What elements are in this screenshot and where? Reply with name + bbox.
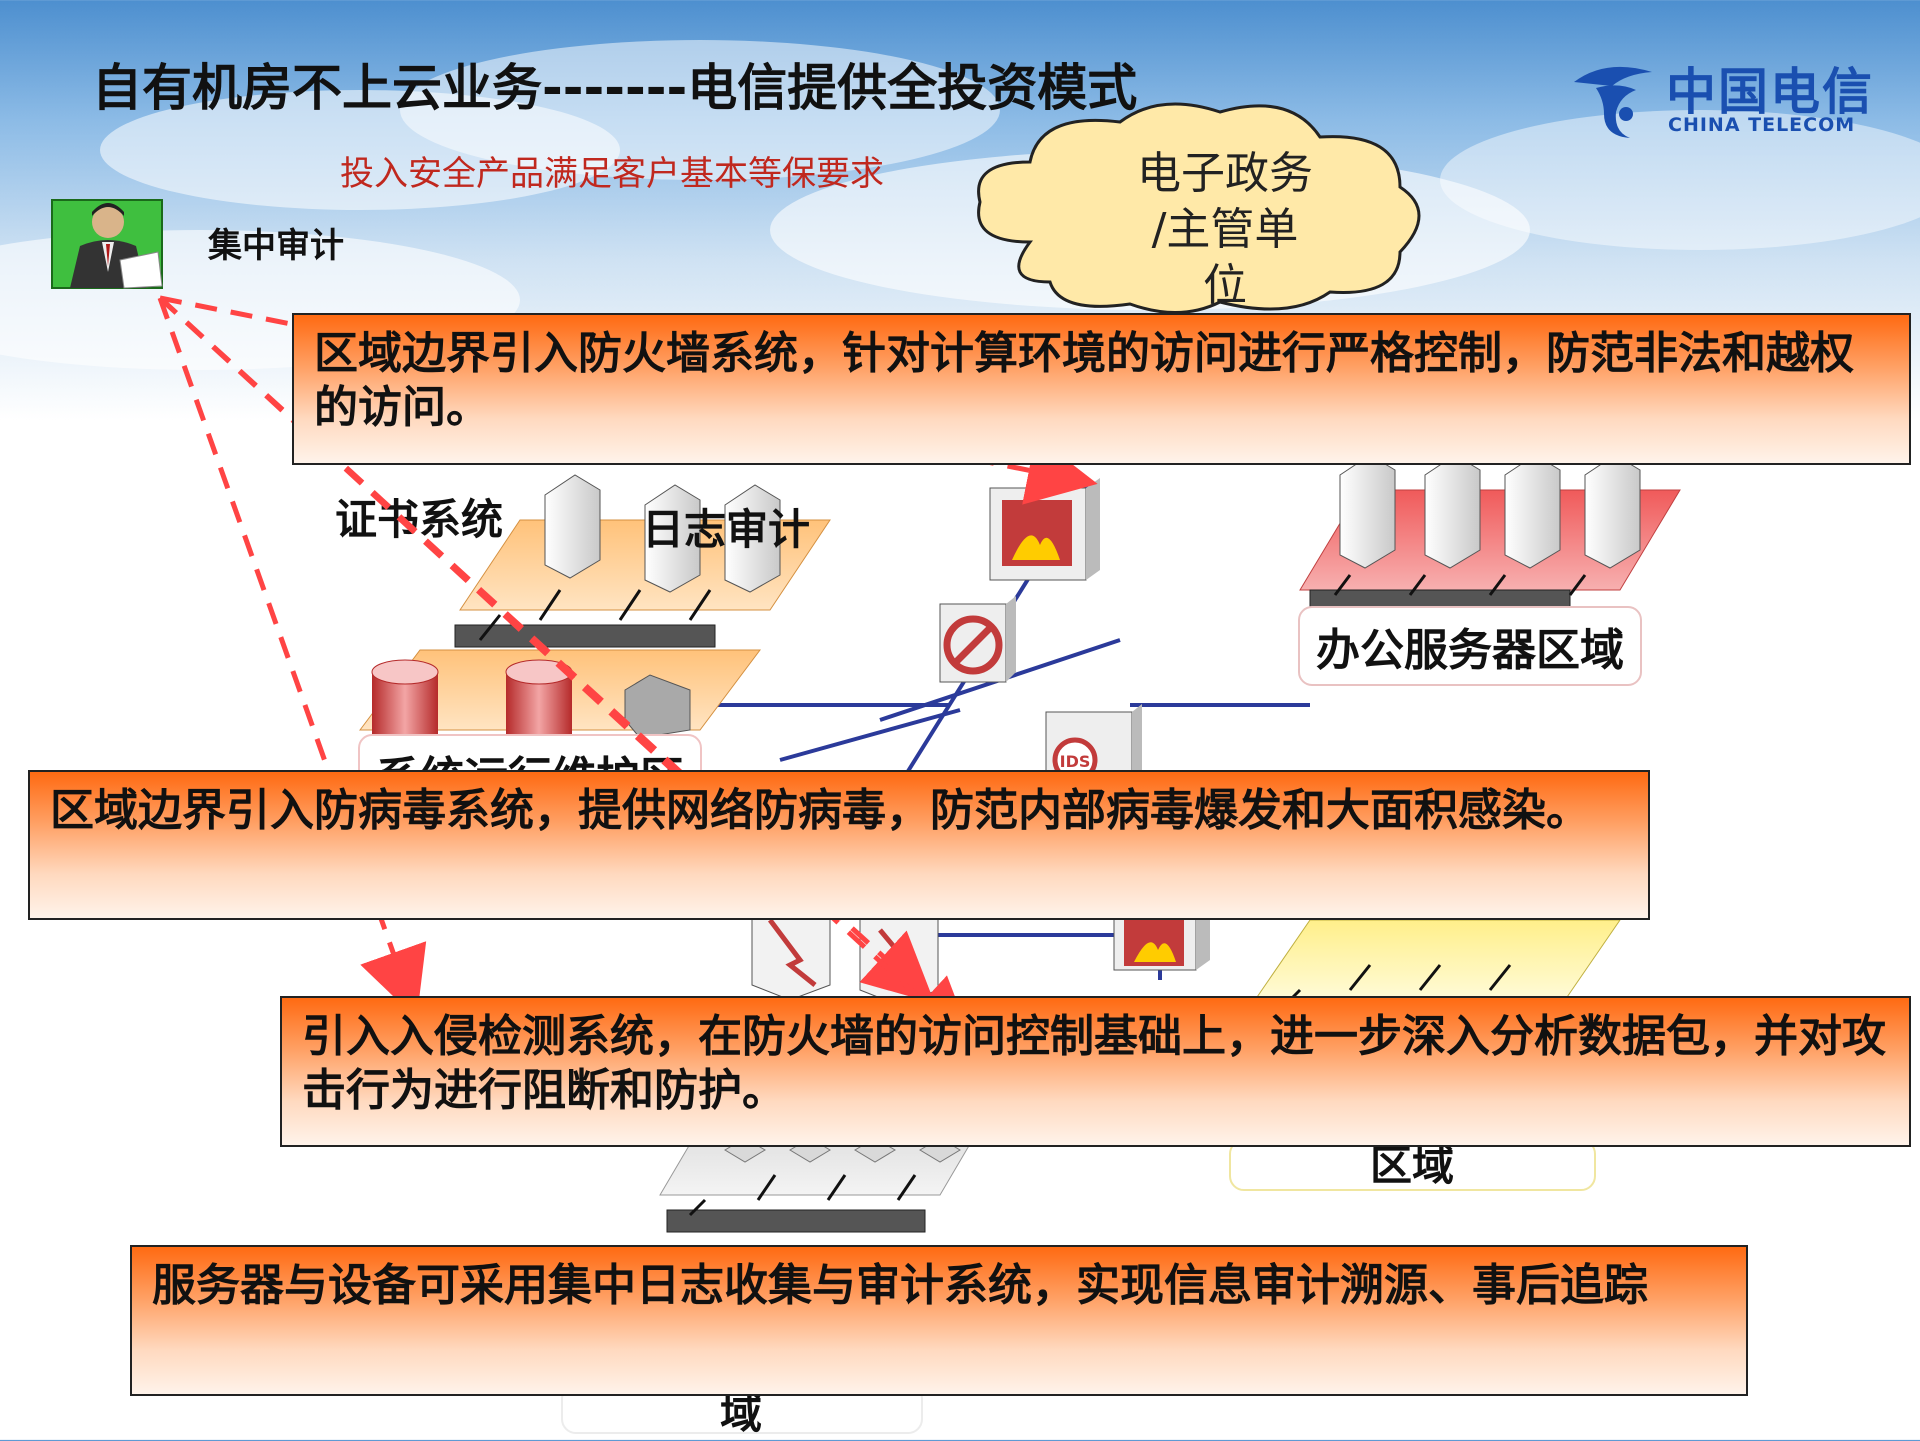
auditor-person-icon: [51, 199, 163, 289]
central-audit-label: 集中审计: [208, 226, 344, 266]
antivirus-icon: [939, 596, 1016, 683]
cloud-line: 电子政务: [1137, 148, 1313, 199]
log-audit-callout: 服务器与设备可采用集中日志收集与审计系统，实现信息审计溯源、事后追踪: [130, 1245, 1748, 1396]
ids-icon-label: IDS: [1060, 752, 1091, 771]
logo-cn-text: 中国电信: [1666, 62, 1874, 121]
region-partial-label: 区域: [1370, 1141, 1455, 1190]
page-subtitle: 投入安全产品满足客户基本等保要求: [340, 154, 884, 194]
egov-cloud-text: 电子政务 /主管单 位: [1100, 146, 1350, 314]
egov-cloud-shape: [977, 102, 1421, 314]
ids-callout: 引入入侵检测系统，在防火墙的访问控制基础上，进一步深入分析数据包，并对攻击行为进…: [280, 996, 1911, 1147]
telecom-swirl-icon: [1574, 66, 1652, 138]
antivirus-callout: 区域边界引入防病毒系统，提供网络防病毒，防范内部病毒爆发和大面积感染。: [28, 770, 1650, 920]
cert-system-label: 证书系统: [335, 495, 504, 544]
firewall-callout: 区域边界引入防火墙系统，针对计算环境的访问进行严格控制，防范非法和越权的访问。: [292, 313, 1911, 465]
bottom-region-partial-label: 域: [720, 1389, 763, 1438]
firewall-icon-top: [989, 478, 1100, 581]
cloud-line: 位: [1203, 260, 1247, 311]
cloud-line: /主管单: [1151, 204, 1299, 255]
logo-en-text: CHINA TELECOM: [1668, 114, 1856, 136]
china-telecom-logo: 中国电信 CHINA TELECOM: [1566, 52, 1872, 142]
office-server-zone-label: 办公服务器区域: [1298, 606, 1642, 686]
office-servers: [1339, 454, 1641, 569]
log-audit-label: 日志审计: [642, 505, 811, 554]
page-title: 自有机房不上云业务-------电信提供全投资模式: [92, 59, 1138, 117]
